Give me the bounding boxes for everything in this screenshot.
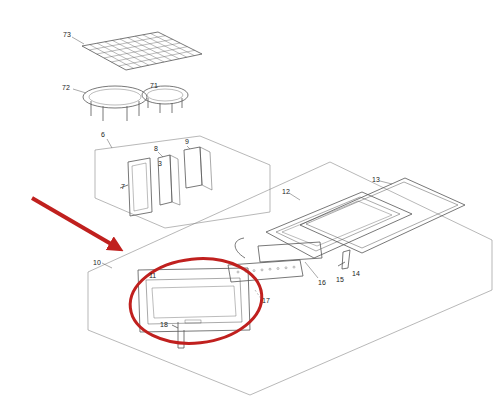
callout-number: 12 bbox=[282, 188, 290, 195]
callout-number: 14 bbox=[352, 270, 360, 277]
grid-rack bbox=[82, 32, 202, 70]
group-box bbox=[88, 162, 492, 395]
hinge-bracket bbox=[338, 250, 350, 269]
callout-number: 71 bbox=[150, 82, 158, 89]
panel-part bbox=[184, 147, 212, 190]
callout-number: 73 bbox=[63, 31, 71, 38]
door-frame bbox=[300, 178, 465, 253]
callout-number: 18 bbox=[160, 321, 168, 328]
callout-number: 11 bbox=[149, 272, 156, 279]
door bbox=[138, 268, 250, 332]
highlight-ring bbox=[126, 252, 266, 349]
round-rack bbox=[142, 86, 188, 113]
callout-number: 9 bbox=[185, 138, 189, 145]
callout-number: 13 bbox=[372, 176, 380, 183]
callout-number: 6 bbox=[101, 131, 105, 138]
vent-strip bbox=[228, 260, 303, 282]
round-rack bbox=[83, 86, 147, 121]
callout-number: 16 bbox=[318, 279, 326, 286]
callout-number: 10 bbox=[93, 259, 101, 266]
callout-number: 15 bbox=[336, 276, 344, 283]
callout-number: 8 bbox=[154, 145, 158, 152]
control-strip bbox=[235, 238, 322, 262]
callout-number: 7 bbox=[121, 183, 125, 190]
door-panel bbox=[266, 192, 412, 258]
pointer-arrow bbox=[32, 198, 118, 248]
callout-number: 3 bbox=[158, 160, 162, 167]
panel-part bbox=[158, 155, 180, 205]
callout-number: 72 bbox=[62, 84, 70, 91]
callout-number: 17 bbox=[262, 297, 270, 304]
group-box bbox=[95, 136, 270, 228]
side-bracket bbox=[120, 158, 152, 216]
